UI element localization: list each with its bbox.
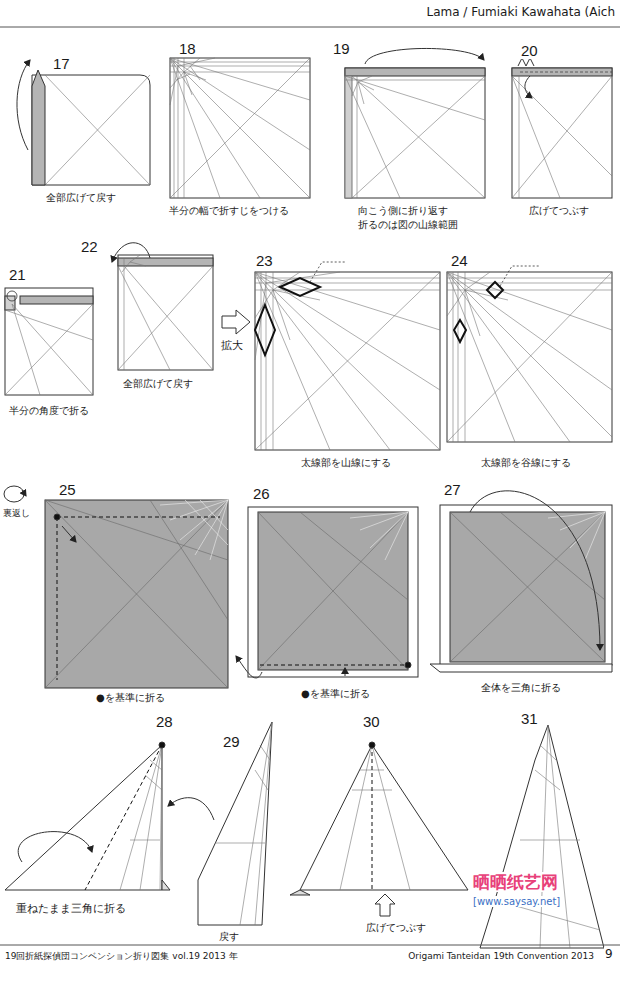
page-number-holder: 9 xyxy=(604,948,614,962)
step-number: 26 xyxy=(252,485,271,502)
step-number-holder: 24 xyxy=(450,252,469,270)
footer-text-holder: Origami Tanteidan 19th Convention 2013 xyxy=(407,951,595,961)
header-text-holder: Lama / Fumiaki Kawahata (Aich xyxy=(425,6,616,20)
caption-holder: 折るのは図の山線範囲 xyxy=(357,219,459,231)
step-number-holder: 18 xyxy=(178,40,197,58)
step-number: 30 xyxy=(362,713,381,730)
caption: 折るのは図の山線範囲 xyxy=(357,219,459,230)
caption-holder: 戻す xyxy=(218,931,240,943)
step-number-holder: 17 xyxy=(52,55,71,73)
caption: ●を基準に折る xyxy=(95,692,166,703)
caption-holder: 半分の角度で折る xyxy=(8,405,90,417)
caption-holder: 広げてつぶす xyxy=(528,205,590,217)
step-number: 29 xyxy=(222,733,241,750)
step-number-holder: 20 xyxy=(520,42,539,60)
caption-holder: 全体を三角に折る xyxy=(480,682,562,694)
step-number-holder: 29 xyxy=(222,733,241,751)
step-number-holder: 26 xyxy=(252,485,271,503)
footer-text: Origami Tanteidan 19th Convention 2013 xyxy=(407,951,595,961)
step-number: 24 xyxy=(450,252,469,269)
caption: 全部広げて戻す xyxy=(45,192,117,203)
caption-holder: 重ねたまま三角に折る xyxy=(15,903,127,916)
step-number-holder: 22 xyxy=(80,238,99,256)
watermark-holder: [www.saysay.net] xyxy=(472,896,561,908)
step-number: 31 xyxy=(520,710,539,727)
step-number: 19 xyxy=(332,40,351,57)
step-number-holder: 19 xyxy=(332,40,351,58)
step-number-holder: 31 xyxy=(520,710,539,728)
caption-holder: 裏返し xyxy=(2,508,31,518)
step-number: 23 xyxy=(255,252,274,269)
caption: 太線部を谷線にする xyxy=(480,457,572,468)
caption-holder: 半分の幅で折すじをつける xyxy=(168,205,290,217)
caption-holder: 太線部を谷線にする xyxy=(480,457,572,469)
caption: 戻す xyxy=(218,931,240,942)
caption-holder: 拡大 xyxy=(220,340,244,353)
caption: 太線部を山線にする xyxy=(300,457,392,468)
caption: 拡大 xyxy=(220,339,244,352)
step-number: 25 xyxy=(58,481,77,498)
step-number: 27 xyxy=(443,481,462,498)
caption-holder: 向こう側に折り返す xyxy=(357,205,449,217)
caption-holder: ●を基準に折る xyxy=(300,688,371,700)
footer-text: 19回折紙探偵団コンベンション折り図集 vol.19 2013 年 xyxy=(4,951,239,961)
caption-holder: 太線部を山線にする xyxy=(300,457,392,469)
watermark-holder: 晒晒纸艺网 xyxy=(472,873,559,893)
caption-holder: ●を基準に折る xyxy=(95,692,166,704)
caption: 全部広げて戻す xyxy=(122,378,194,389)
caption-holder: 広げてつぶす xyxy=(365,922,427,934)
step-number: 22 xyxy=(80,238,99,255)
caption: 向こう側に折り返す xyxy=(357,205,449,216)
step-number-holder: 27 xyxy=(443,481,462,499)
caption: 広げてつぶす xyxy=(365,922,427,933)
step-number-holder: 21 xyxy=(8,266,27,284)
page-number: 9 xyxy=(604,947,614,961)
caption-holder: 全部広げて戻す xyxy=(122,378,194,390)
watermark: 晒晒纸艺网 xyxy=(472,872,559,892)
caption: 裏返し xyxy=(2,508,31,518)
step-number: 21 xyxy=(8,266,27,283)
caption-holder: 全部広げて戻す xyxy=(45,192,117,204)
step-number-holder: 23 xyxy=(255,252,274,270)
caption: 半分の幅で折すじをつける xyxy=(168,205,290,216)
step-number: 20 xyxy=(520,42,539,59)
step-number-holder: 25 xyxy=(58,481,77,499)
caption: 全体を三角に折る xyxy=(480,682,562,693)
header-text: Lama / Fumiaki Kawahata (Aich xyxy=(425,5,616,19)
step-number: 18 xyxy=(178,40,197,57)
caption: 半分の角度で折る xyxy=(8,405,90,416)
step-number: 28 xyxy=(155,713,174,730)
watermark: [www.saysay.net] xyxy=(472,896,561,907)
caption: 広げてつぶす xyxy=(528,205,590,216)
step-number-holder: 30 xyxy=(362,713,381,731)
caption: 重ねたまま三角に折る xyxy=(15,902,127,915)
step-number: 17 xyxy=(52,55,71,72)
step-number-holder: 28 xyxy=(155,713,174,731)
caption: ●を基準に折る xyxy=(300,688,371,699)
footer-text-holder: 19回折紙探偵団コンベンション折り図集 vol.19 2013 年 xyxy=(4,951,239,961)
